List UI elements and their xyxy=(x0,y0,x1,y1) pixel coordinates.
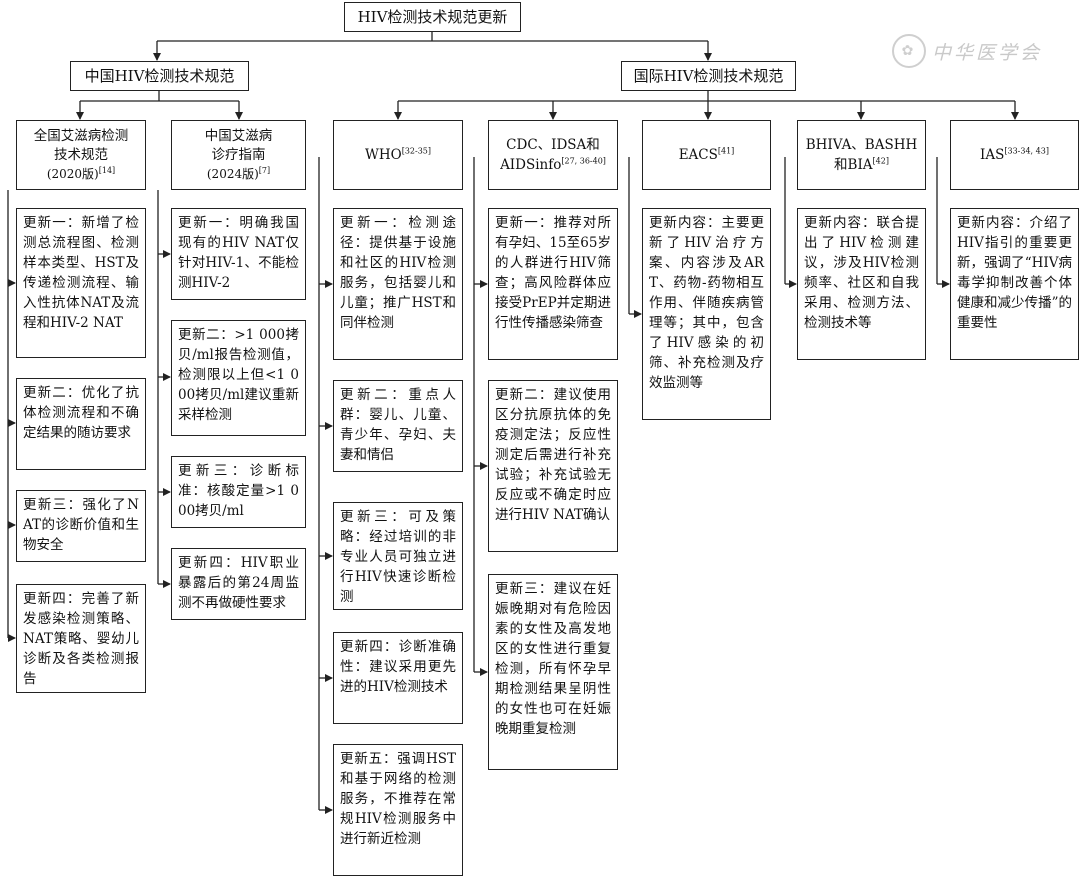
update-box: 更新内容：介绍了HIV指引的重要更新，强调了“HIV病毒学抑制改善个体健康和减少… xyxy=(950,208,1079,360)
update-box: 更新三：诊断标准：核酸定量>1 000拷贝/ml xyxy=(171,456,306,528)
update-box: 更新四：完善了新发感染检测策略、NAT策略、婴幼儿诊断及各类检测报告 xyxy=(16,584,146,693)
arrow-head xyxy=(704,53,712,61)
guide-name-line: AIDSinfo xyxy=(500,157,562,173)
update-box: 更新四：HIV职业暴露后的第24周监测不再做硬性要求 xyxy=(171,548,306,620)
arrow-head xyxy=(163,373,171,381)
guide-ref: [27, 36-40] xyxy=(561,156,606,166)
update-box: 更新一：明确我国现有的HIV NAT仅针对HIV-1、不能检测HIV-2 xyxy=(171,208,306,300)
guide-name-line: 诊疗指南 xyxy=(211,146,266,163)
guide-name-line: CDC、IDSA和 xyxy=(506,137,600,153)
guide-ref: [7] xyxy=(258,165,271,175)
arrow-head xyxy=(325,806,333,814)
guide-name-line: BHIVA、BASHH xyxy=(805,137,918,153)
update-box: 更新二：>1 000拷贝/ml报告检测值，检测限以上但<1 000拷贝/ml建议… xyxy=(171,320,306,436)
update-box: 更新四：诊断准确性：建议采用更先进的HIV检测技术 xyxy=(333,632,463,724)
guide-ref: [33-34, 43] xyxy=(1004,146,1049,156)
arrow-head xyxy=(76,112,84,120)
guide-ref: [32-35] xyxy=(401,146,432,156)
update-box: 更新一：推荐对所有孕妇、15至65岁的人群进行HIV筛查；高风险群体应接受PrE… xyxy=(488,208,618,360)
seal-icon: ✿ xyxy=(892,34,926,68)
guide-name-line: 全国艾滋病检测 xyxy=(33,127,129,144)
intl-branch-label: 国际HIV检测技术规范 xyxy=(633,67,784,85)
arrow-head xyxy=(549,112,557,120)
guide-header-who: WHO[32-35] xyxy=(333,120,463,190)
guide-header-cdc: CDC、IDSA和 AIDSinfo[27, 36-40] xyxy=(488,120,618,190)
arrow-head xyxy=(8,419,16,427)
arrow-head xyxy=(325,552,333,560)
root-label: HIV检测技术规范更新 xyxy=(357,8,508,26)
guide-name-line: 技术规范 xyxy=(54,146,108,163)
update-box: 更新二：重点人群：婴儿、儿童、青少年、孕妇、夫妻和情侣 xyxy=(333,380,463,472)
arrow-head xyxy=(704,112,712,120)
arrow-head xyxy=(480,462,488,470)
watermark-text: 中华医学会 xyxy=(932,41,1043,64)
arrow-head xyxy=(394,112,402,120)
guide-header-cn-2020: 全国艾滋病检测 技术规范 (2020版)[14] xyxy=(16,120,146,190)
update-box: 更新三：建议在妊娠晚期对有危险因素的女性及高发地区的女性进行重复检测，所有怀孕早… xyxy=(488,574,618,770)
arrow-head xyxy=(163,580,171,588)
arrow-head xyxy=(480,280,488,288)
arrow-head xyxy=(789,280,797,288)
arrow-head xyxy=(480,668,488,676)
guide-edition: (2024版) xyxy=(206,166,259,181)
update-box: 更新三：强化了NAT的诊断价值和生物安全 xyxy=(16,490,146,562)
arrow-head xyxy=(325,280,333,288)
watermark: ✿ 中华医学会 xyxy=(892,34,1042,68)
arrow-head xyxy=(235,112,243,120)
arrow-head xyxy=(8,521,16,529)
arrow-head xyxy=(857,112,865,120)
china-branch-label: 中国HIV检测技术规范 xyxy=(84,67,235,85)
update-box: 更新五：强调HST和基于网络的检测服务，不推荐在常规HIV检测服务中进行新近检测 xyxy=(333,744,463,876)
guide-name-line: EACS xyxy=(678,147,718,163)
arrow-head xyxy=(153,53,161,61)
guide-ref: [42] xyxy=(872,156,889,166)
arrow-head xyxy=(634,310,642,318)
guide-ref: [41] xyxy=(717,146,735,156)
update-box: 更新三：可及策略：经过培训的非专业人员可独立进行HIV快速诊断检测 xyxy=(333,502,463,610)
update-box: 更新一：新增了检测总流程图、检测样本类型、HST及传递检测流程、输入性抗体NAT… xyxy=(16,208,146,358)
arrow-head xyxy=(325,674,333,682)
arrow-head xyxy=(163,250,171,258)
guide-header-bhiva: BHIVA、BASHH 和BIA[42] xyxy=(797,120,926,190)
guide-header-cn-2024: 中国艾滋病 诊疗指南 (2024版)[7] xyxy=(171,120,306,190)
guide-header-eacs: EACS[41] xyxy=(642,120,771,190)
root-node: HIV检测技术规范更新 xyxy=(344,2,521,32)
update-box: 更新内容：联合提出了HIV检测建议，涉及HIV检测频率、社区和自我采用、检测方法… xyxy=(797,208,926,360)
arrow-head xyxy=(325,422,333,430)
update-box: 更新内容：主要更新了HIV治疗方案、内容涉及ART、药物-药物相互作用、伴随疾病… xyxy=(642,208,771,420)
intl-branch-node: 国际HIV检测技术规范 xyxy=(621,61,796,91)
guide-name-line: 和BIA xyxy=(834,157,873,173)
arrow-head xyxy=(1011,112,1019,120)
guide-header-ias: IAS[33-34, 43] xyxy=(950,120,1079,190)
guide-name-line: IAS xyxy=(980,147,1005,163)
arrow-head xyxy=(8,279,16,287)
china-branch-node: 中国HIV检测技术规范 xyxy=(70,61,249,91)
arrow-head xyxy=(163,488,171,496)
guide-name-line: 中国艾滋病 xyxy=(204,127,273,144)
update-box: 更新二：建议使用区分抗原抗体的免疫测定法；反应性测定后需进行补充试验；补充试验无… xyxy=(488,380,618,552)
update-box: 更新一：检测途径：提供基于设施和社区的HIV检测服务，包括婴儿和儿童；推广HST… xyxy=(333,208,463,360)
arrow-head xyxy=(8,634,16,642)
guide-name-line: WHO xyxy=(364,147,402,163)
arrow-head xyxy=(942,280,950,288)
guide-ref: [14] xyxy=(98,165,116,175)
guide-edition: (2020版) xyxy=(46,166,99,181)
update-box: 更新二：优化了抗体检测流程和不确定结果的随访要求 xyxy=(16,378,146,470)
